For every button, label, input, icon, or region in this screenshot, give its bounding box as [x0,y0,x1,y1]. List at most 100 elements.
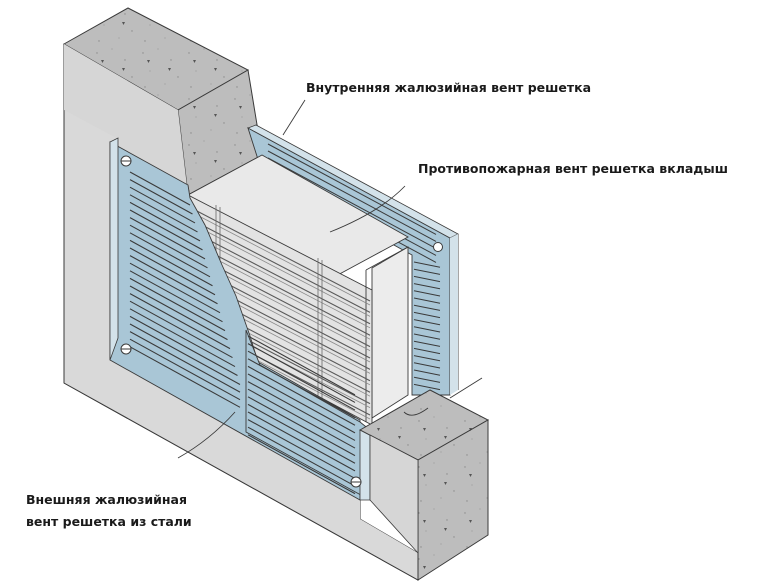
outer-grille-slat [129,232,211,278]
outer-grille-slat [129,270,223,323]
inner-grille-slat [413,362,441,369]
label-fire-insert: Противопожарная вент решетка вкладыш [418,161,728,176]
leader-inner-grille [282,99,306,136]
outer-grille-slat [247,350,356,411]
label-outer-grille-line1: Внешняя жалюзийная [26,492,188,507]
outer-grille-slat [247,411,356,472]
inner-grille-slat [413,290,441,297]
inner-grille-slat [413,383,441,391]
inner-grille-slat [413,326,441,333]
fire-insert-slat-edge [244,353,371,420]
outer-grille-slat [129,277,226,332]
inner-grille-slat [413,355,441,362]
outer-grille-slat [247,373,356,434]
inner-grille-slat [413,311,441,319]
outer-grille-slat [247,434,356,495]
outer-grille-screw-top-left [120,155,132,167]
outer-grille-slat [129,239,213,287]
outer-grille-slat [129,323,241,385]
fire-insert-slat-edge [204,241,371,329]
fire-insert-slat [214,265,371,348]
inner-grille-slat [413,268,441,275]
outer-grille-slat [129,201,201,242]
outer-grille-slat [129,262,221,314]
fire-insert-slat-edge [209,255,371,340]
inner-grille-slat [413,319,441,326]
inner-grille-slat [413,261,441,268]
fire-insert-slat [204,237,371,325]
outer-grille-slat [247,335,356,396]
outer-grille-slat [247,419,356,479]
outer-grille-slat [129,346,241,408]
fire-insert [187,154,409,426]
leader-lines [177,99,483,459]
fire-insert-slat-edge [194,213,371,306]
fire-insert-slat-edge [234,325,371,397]
inner-grille-slat [413,297,441,304]
label-outer-grille-line2: вент решетка из стали [26,514,192,529]
leader-wall [449,377,483,399]
outer-grille-slat [247,358,356,419]
inner-grille-slat [413,376,441,383]
outer-grille-slat [129,285,228,341]
outer-grille-slat [247,426,356,487]
leader-outer-grille [177,411,236,459]
fire-insert-slat-edge [229,311,371,386]
fire-insert-slat [219,279,371,359]
fire-insert-slat [209,251,371,336]
fire-insert-slat-edge [199,227,371,317]
fire-insert-slat [194,209,371,302]
outer-grille-slats [129,171,356,495]
fire-insert-side [371,246,409,419]
outer-grille-slat [129,308,236,368]
fire-insert-slat-edge [214,269,371,351]
outer-grille-slat [129,194,198,233]
inner-grille-slat [267,150,437,242]
outer-grille-slat [247,403,356,464]
fire-insert-slat [224,293,371,370]
outer-grille-slat [129,209,203,251]
inner-grille-slat [413,347,441,355]
outer-grille-slat [129,224,208,269]
inner-grille-slat [413,275,441,283]
outer-grille-slat [129,247,216,296]
outer-grille [109,137,371,501]
outer-grille-slat [129,186,196,224]
outer-grille-slat [247,396,356,457]
outer-grille-screw-bottom-left [120,343,132,355]
outer-grille-slat [129,255,218,305]
fire-insert-slat [239,335,371,405]
outer-grille-slat [129,315,238,377]
fire-insert-slat [229,307,371,382]
outer-grille-slat [129,217,206,260]
inner-grille-slat [267,157,437,249]
inner-grille-slat [413,304,441,311]
inner-grille-slat [413,283,441,290]
outer-grille-slat [129,331,241,393]
inner-grille-slat [413,333,441,340]
fire-insert-slat [234,321,371,393]
leader-fire-insert [329,185,406,233]
outer-grille-slat [129,171,191,206]
fire-insert-slat [199,223,371,313]
outer-grille-slat [247,381,356,441]
outer-grille-slat [129,300,233,359]
outer-grille-slat [247,365,356,426]
inner-grille-slat [413,340,441,347]
lower-concrete-side [369,434,419,555]
outer-grille-slat [247,343,356,403]
fire-insert-slat-edge [224,297,371,374]
inner-grille-screw-hole [433,242,443,252]
lower-concrete-block [358,389,490,581]
outer-grille-slat [129,293,231,350]
outer-grille-slat [247,388,356,449]
inner-grille-slat [267,143,437,235]
label-inner-grille: Внутренняя жалюзийная вент решетка [306,80,592,95]
outer-grille-screw-bottom-right [350,476,362,488]
label-outer-grille: Внешняя жалюзийная вент решетка из стали [26,489,192,533]
outer-grille-slat [129,179,193,215]
outer-grille-slat [129,338,241,401]
inner-grille-slat [413,369,441,376]
